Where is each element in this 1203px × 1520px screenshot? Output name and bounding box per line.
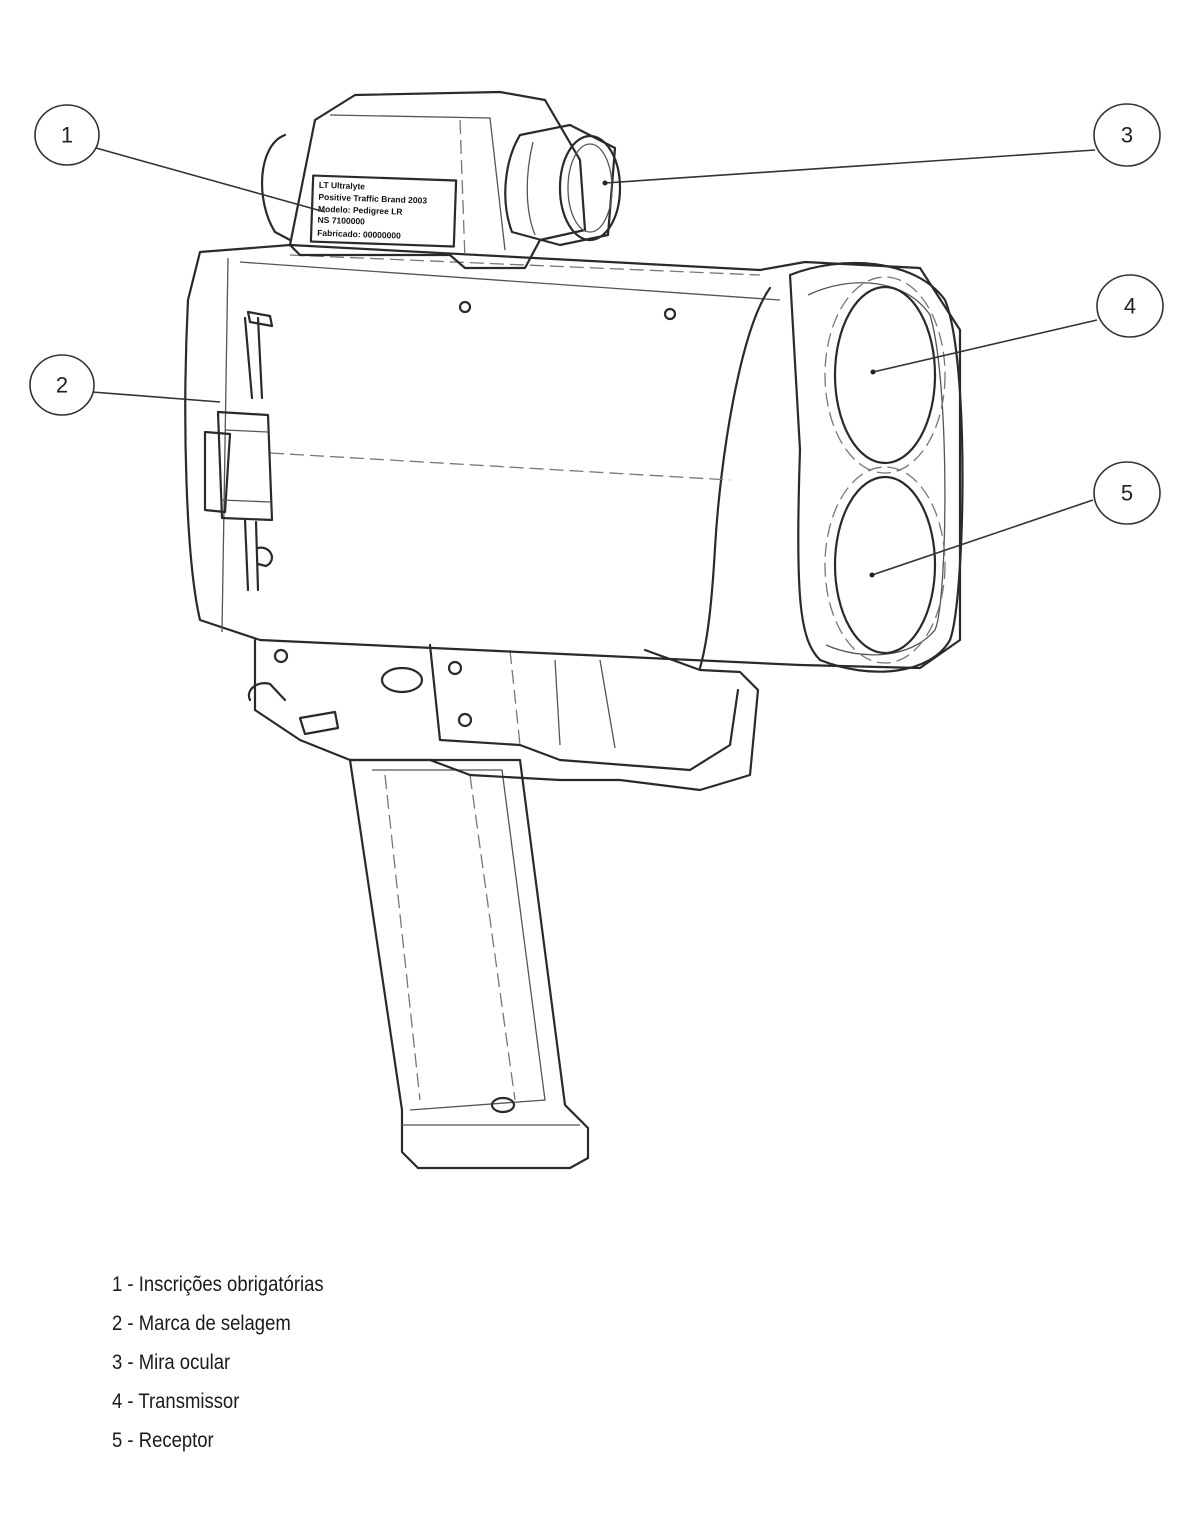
legend-item: 2 - Marca de selagem (112, 1309, 324, 1348)
leader-lines (91, 147, 1098, 578)
speed-gun-drawing: LT Ultralyte Positive Traffic Brand 2003… (29, 90, 1164, 1170)
legend-separator: - (127, 1390, 134, 1413)
legend-text: Mira ocular (138, 1351, 231, 1374)
plate-line: NS 7100000 (317, 215, 365, 227)
callout-1: 1 (34, 104, 100, 166)
plate-line: Modelo: Pedigree LR (318, 204, 403, 217)
callout-number: 5 (1121, 481, 1133, 506)
legend-text: Marca de selagem (138, 1312, 291, 1335)
callout-number: 4 (1124, 294, 1136, 319)
trigger-guard (247, 638, 760, 792)
legend-item: 4 - Transmissor (112, 1387, 324, 1426)
pistol-grip (348, 758, 590, 1170)
callout-number: 2 (56, 373, 68, 398)
legend-number: 3 (112, 1351, 123, 1374)
callout-number: 3 (1121, 123, 1133, 148)
legend-separator: - (127, 1312, 134, 1335)
callout-4: 4 (1096, 274, 1164, 338)
callout-number: 1 (61, 123, 73, 148)
legend-number: 2 (112, 1312, 123, 1335)
legend-item: 5 - Receptor (112, 1426, 324, 1465)
plate-line: LT Ultralyte (319, 180, 366, 192)
callout-2: 2 (29, 354, 95, 416)
legend-number: 4 (112, 1390, 123, 1413)
legend-number: 5 (112, 1429, 123, 1452)
lens-housing (788, 262, 964, 673)
plate-line: Fabricado: 00000000 (317, 228, 401, 241)
legend-item: 1 - Inscrições obrigatórias (112, 1270, 324, 1309)
legend-item: 3 - Mira ocular (112, 1348, 324, 1387)
top-housing: LT Ultralyte Positive Traffic Brand 2003… (260, 90, 587, 270)
legend-separator: - (127, 1429, 134, 1452)
eyepiece (504, 123, 622, 247)
plate-line: Positive Traffic Brand 2003 (318, 192, 427, 206)
legend-text: Receptor (138, 1429, 214, 1452)
main-body (184, 243, 962, 670)
callout-5: 5 (1093, 461, 1161, 525)
legend-text: Transmissor (138, 1390, 240, 1413)
legend: 1 - Inscrições obrigatórias 2 - Marca de… (112, 1270, 324, 1465)
legend-number: 1 (112, 1273, 123, 1296)
callout-3: 3 (1093, 103, 1161, 167)
legend-text: Inscrições obrigatórias (138, 1273, 324, 1296)
legend-separator: - (127, 1351, 134, 1374)
seal-mark (203, 310, 274, 592)
legend-separator: - (127, 1273, 134, 1296)
